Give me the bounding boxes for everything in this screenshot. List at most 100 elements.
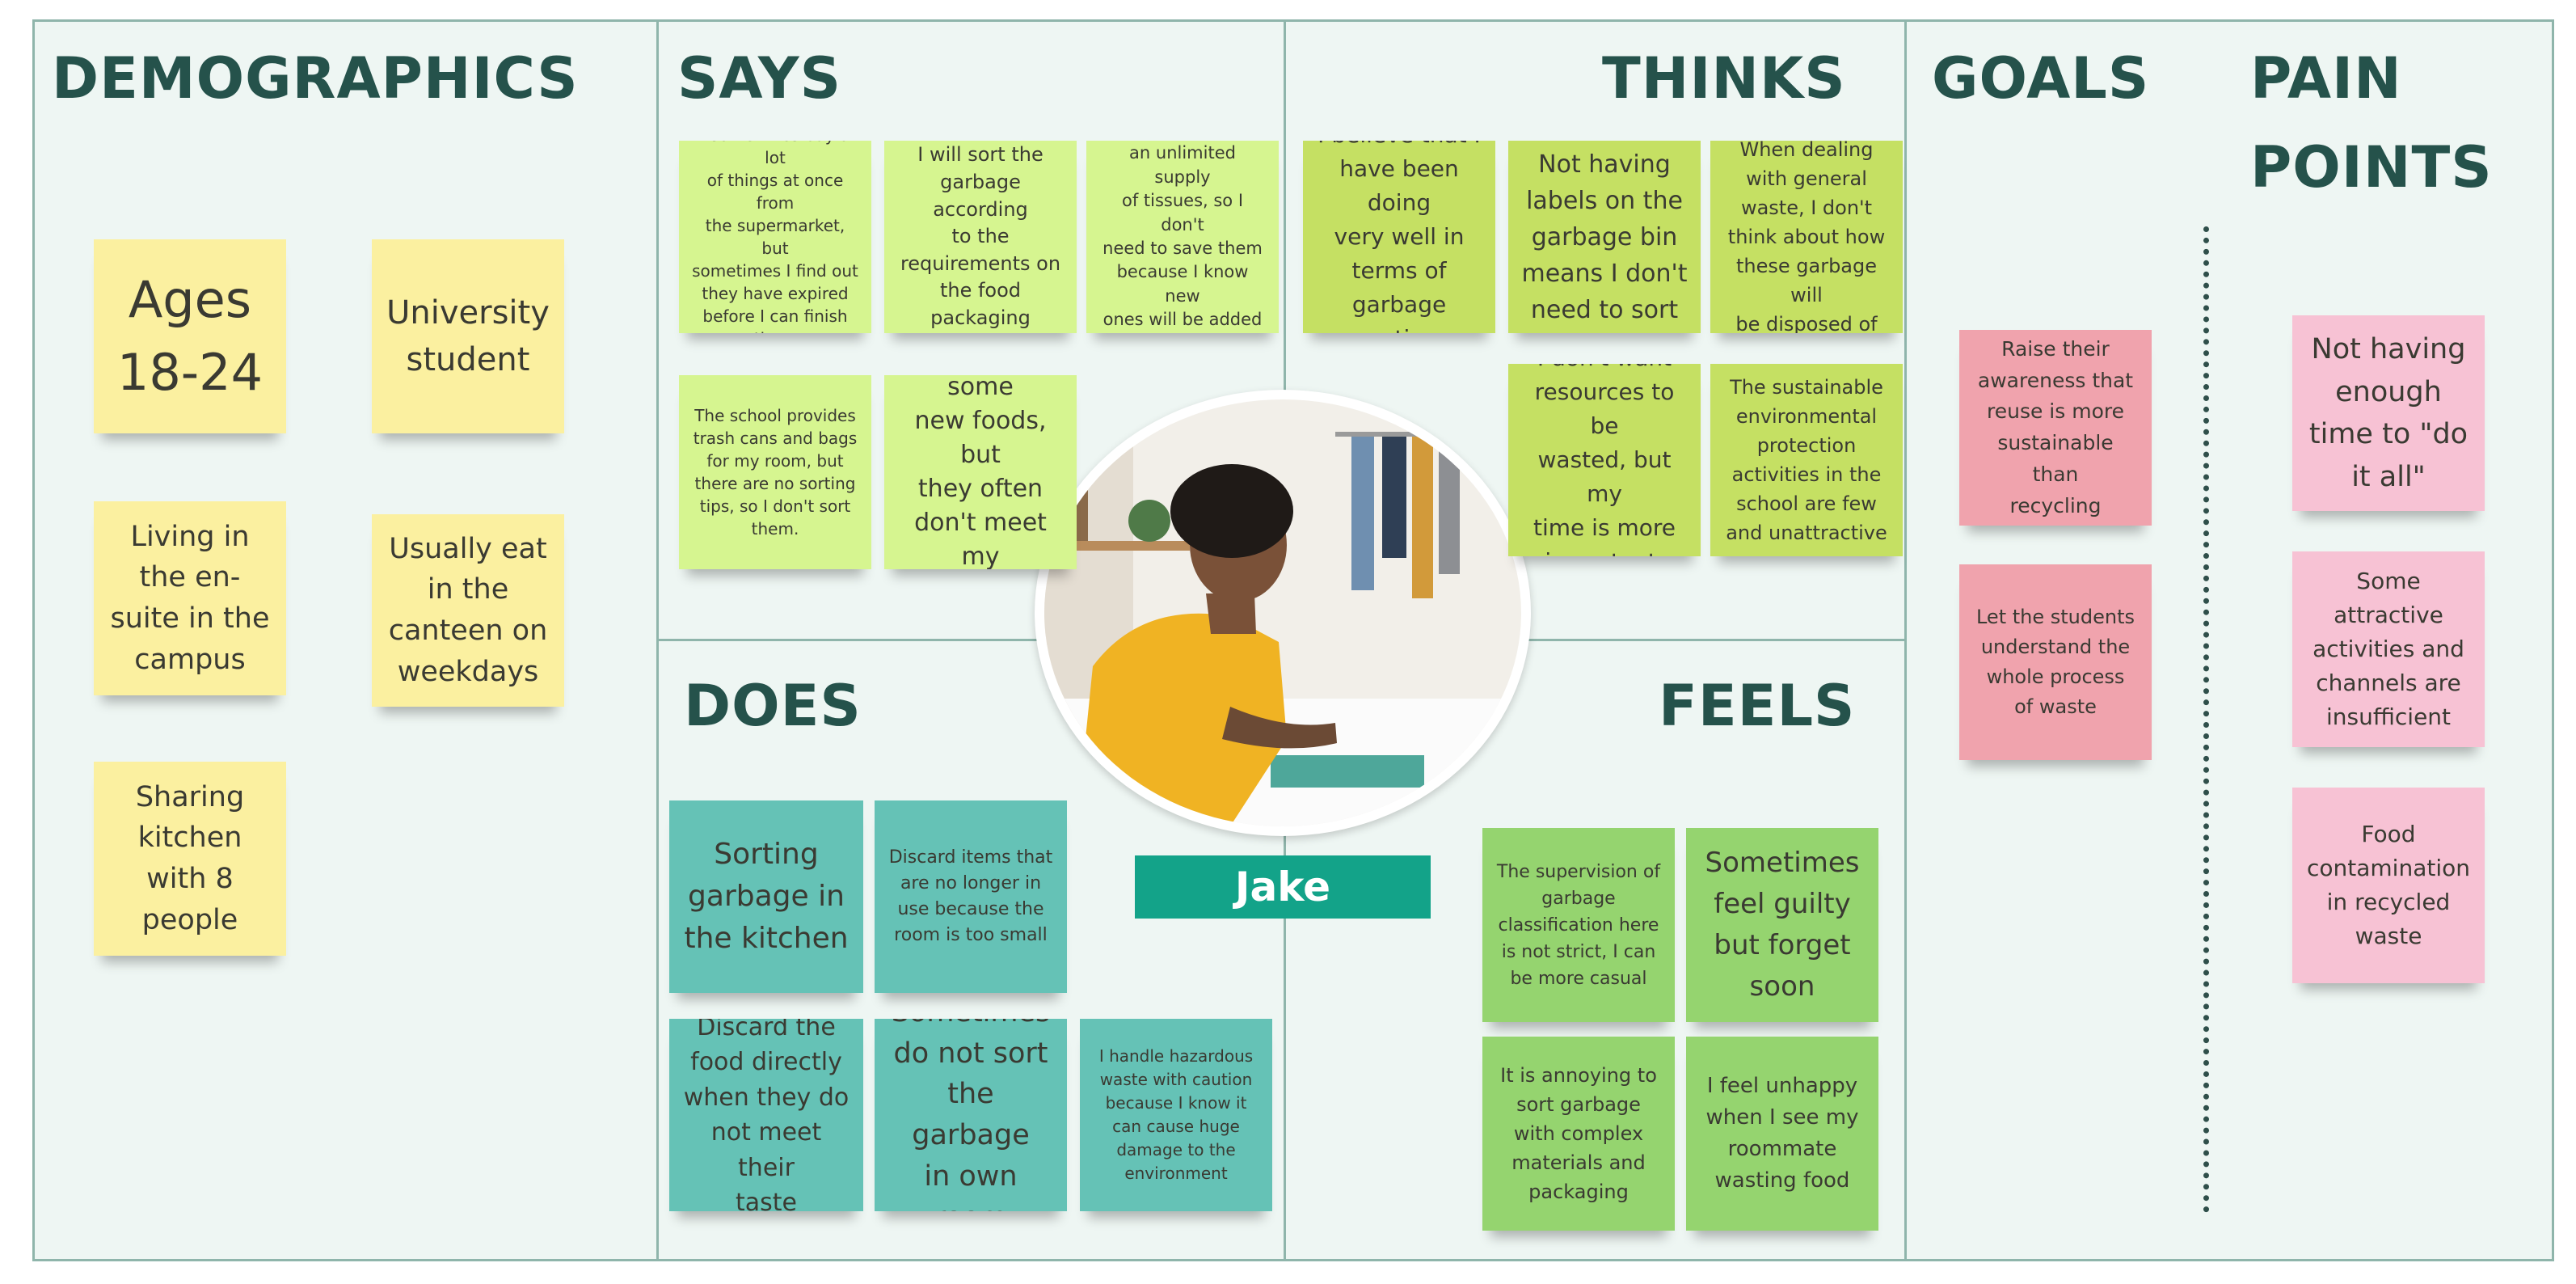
note-line: labels on the	[1526, 186, 1683, 215]
note-line: protection	[1756, 434, 1857, 457]
note-line: need to sort	[1530, 295, 1679, 324]
heading-says: SAYS	[677, 45, 841, 112]
note-line: the en-	[139, 561, 241, 594]
note-line: reuse is more	[1987, 399, 2124, 424]
note-line: in recycled	[2326, 889, 2451, 915]
note-line: use because the	[897, 899, 1044, 919]
note-line: garbage	[1541, 888, 1616, 909]
note-line: terms of	[1351, 257, 1447, 284]
note-line: in own room	[924, 1159, 1018, 1211]
note-line: weekdays	[397, 655, 539, 688]
note-line: Sharing	[135, 780, 245, 813]
note-line: waste, I don't	[1740, 196, 1873, 219]
persona-photo	[1035, 390, 1531, 836]
note-line: need to save them	[1102, 239, 1263, 258]
note-line: campus	[134, 643, 246, 676]
note-line: Food	[2361, 821, 2416, 847]
heading-pain-points-line-2: POINTS	[2250, 134, 2493, 201]
note-text: Our toliet providesan unlimited supplyof…	[1099, 141, 1266, 333]
note-line: activities and	[2312, 636, 2464, 662]
note-line: I handle hazardous	[1098, 1046, 1254, 1066]
note-line: insufficient	[2325, 703, 2452, 730]
note-line: wasted, but my	[1537, 446, 1672, 507]
note-line: roommate	[1727, 1137, 1837, 1161]
note-line: whole process	[1986, 665, 2125, 688]
note-line: and unattractive	[1726, 522, 1887, 544]
note-line: time to "do	[2308, 418, 2468, 450]
note-line: kitchen	[137, 822, 242, 855]
note-line: when I see my	[1705, 1105, 1859, 1130]
note-line: student	[406, 341, 530, 378]
note-line: enough	[2335, 375, 2442, 408]
note-line: be disposed of	[1735, 313, 1878, 333]
note-line: Not having	[1538, 150, 1671, 179]
note-line: the food	[939, 279, 1022, 302]
says-note-3[interactable]: Our toliet providesan unlimited supplyof…	[1086, 141, 1279, 333]
note-line: I feel unhappy	[1706, 1074, 1858, 1098]
note-line: packaging	[1528, 1181, 1629, 1203]
note-line: Sometimes	[1705, 847, 1860, 879]
note-line: have been doing	[1339, 155, 1459, 216]
note-line: garbage in	[688, 879, 845, 913]
note-line: before I run out	[1099, 332, 1266, 333]
note-line: I believe that I	[1316, 141, 1482, 152]
note-line: resources to be	[1534, 378, 1675, 439]
note-line: attractive	[2334, 602, 2443, 628]
heading-pain-points: PAIN POINTS	[2250, 34, 2493, 212]
note-line: The school provides	[694, 406, 856, 425]
note-line: people	[141, 903, 238, 936]
note-line: new foods, but	[914, 407, 1047, 469]
note-line: with general	[1746, 167, 1867, 190]
divider-goals	[1904, 19, 1907, 1261]
note-line: canteen on	[388, 615, 548, 647]
note-line: time is more	[1533, 514, 1676, 541]
note-line: garbage bin	[1531, 222, 1678, 251]
note-line: Some	[2356, 568, 2421, 594]
note-line: they have expired	[702, 284, 849, 303]
note-line: understand the	[1980, 635, 2131, 658]
divider-thinks-feels	[1284, 639, 1904, 641]
note-line: are no longer in	[900, 873, 1042, 894]
note-line: the garbage	[912, 1078, 1030, 1151]
note-line: of things at once from	[706, 171, 844, 213]
heading-feels: FEELS	[1659, 673, 1856, 739]
